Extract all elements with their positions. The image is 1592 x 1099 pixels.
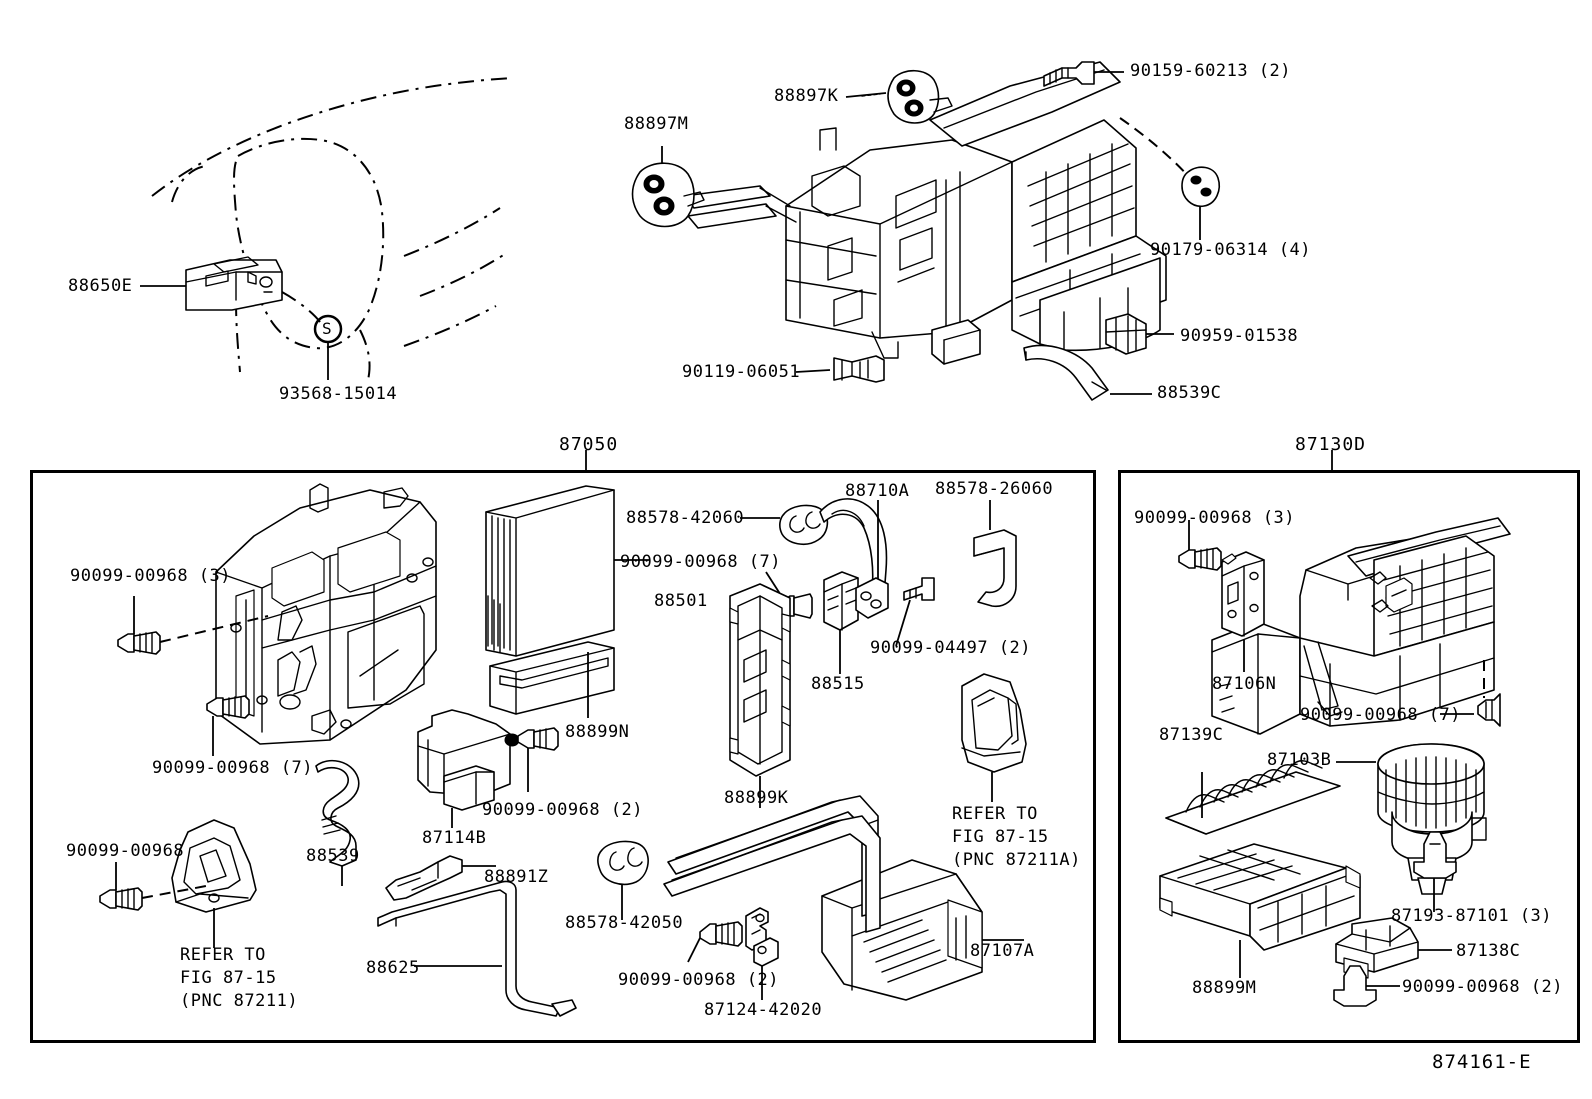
leader-90099-2b: [687, 937, 701, 963]
clip-90959-01538: [1105, 313, 1147, 355]
lbl-88899K: 88899K: [724, 788, 789, 808]
heater-pipes: [663, 795, 881, 933]
lbl-90099-00968-2a: 90099-00968 (2): [482, 800, 644, 820]
mount-plate: [855, 577, 889, 619]
screw-87193-87101: [1413, 831, 1457, 879]
lbl-90099-00968-7a: 90099-00968 (7): [152, 758, 314, 778]
filter-88899N: [489, 641, 615, 715]
part-88650E-shape: [185, 256, 283, 311]
lbl-88897K: 88897K: [774, 86, 839, 106]
lbl-88710A: 88710A: [845, 481, 910, 501]
lbl-88625: 88625: [366, 958, 420, 978]
bolt-90159-60213: [1043, 61, 1095, 87]
figure-footer-code: 874161-E: [1432, 1051, 1532, 1073]
screw-90099-00968-3-right: [1178, 547, 1222, 571]
lbl-90099-00968-left: 90099-00968: [66, 841, 185, 861]
grommet-88897K: [887, 69, 953, 124]
lbl-90179-06314: 90179-06314 (4): [1150, 240, 1312, 260]
lbl-90099-00968-2b: 90099-00968 (2): [618, 970, 780, 990]
lbl-88650E: 88650E: [68, 276, 133, 296]
screw-90099-00968-7-left: [206, 695, 250, 719]
lbl-refer-87211: REFER TO FIG 87-15 (PNC 87211): [180, 945, 299, 1011]
ac-unit-assembly: [683, 61, 1167, 401]
lbl-88897M: 88897M: [624, 114, 689, 134]
leader-90119: [795, 369, 831, 373]
heater-case-87050: [215, 483, 437, 745]
panel-87050: [30, 470, 1096, 1043]
clamp-87124-42020: [745, 907, 779, 967]
screw-90099-00968-3-left: [117, 631, 161, 655]
screw-90099-00968-2-right: [1333, 965, 1377, 1007]
amplifier-87114B: [417, 709, 520, 811]
dash-outline-group: [151, 77, 513, 381]
screw-90099-00968-2-b: [699, 921, 743, 947]
lbl-88539C: 88539C: [1157, 383, 1222, 403]
valve-88515: [823, 571, 859, 631]
seal-88578-42060: [779, 504, 829, 546]
lbl-87103B: 87103B: [1267, 750, 1332, 770]
screw-90099-00968-2-a: [517, 727, 559, 751]
drain-hose-88539: [315, 759, 360, 867]
grommet-88897M: [631, 162, 705, 228]
clip-90179-06314: [1181, 166, 1220, 208]
panel-title-87050: 87050: [559, 434, 619, 455]
lbl-90119-06051: 90119-06051: [682, 362, 801, 382]
lbl-90099-00968-7b: 90099-00968 (7): [620, 552, 782, 572]
bolt-90119-06051: [833, 355, 885, 383]
filter-87139C: [1165, 760, 1341, 835]
panel-87130D: [1118, 470, 1580, 1043]
lbl-87106N: 87106N: [1212, 674, 1277, 694]
bracket-87211: [171, 819, 257, 913]
panel-title-87130D: 87130D: [1295, 434, 1367, 455]
lbl-88501: 88501: [654, 591, 708, 611]
lbl-93568-15014: 93568-15014: [279, 384, 398, 404]
lbl-88891Z: 88891Z: [484, 867, 549, 887]
lbl-88578-42060: 88578-42060: [626, 508, 745, 528]
panel-88899K: [729, 583, 791, 777]
lbl-90959-01538: 90959-01538: [1180, 326, 1299, 346]
bracket-87106N: [1221, 551, 1265, 637]
seal-88578-42050: [597, 840, 649, 886]
lbl-90099-00968-7r: 90099-00968 (7): [1300, 705, 1462, 725]
blower-motor-87103B: [1377, 743, 1487, 895]
lbl-88515: 88515: [811, 674, 865, 694]
evaporator-88501: [485, 485, 615, 657]
bracket-87211A: [961, 673, 1027, 773]
lbl-90099-00968-3: 90099-00968 (3): [70, 566, 232, 586]
assembly-88899M: [1159, 843, 1361, 951]
lbl-88539: 88539: [306, 846, 360, 866]
screw-90099-00968-7-right: [1477, 693, 1501, 727]
lbl-refer-87211A: REFER TO FIG 87-15 (PNC 87211A): [952, 804, 1081, 870]
boot-88578-26060: [973, 529, 1017, 608]
lbl-88578-26060: 88578-26060: [935, 479, 1054, 499]
cable-88625: [377, 880, 577, 1017]
lbl-87138C: 87138C: [1456, 941, 1521, 961]
lbl-87124-42020: 87124-42020: [704, 1000, 823, 1020]
lbl-90159-60213: 90159-60213 (2): [1130, 61, 1292, 81]
bolt-90099-04497: [903, 577, 935, 601]
blower-case-87130D: [1211, 517, 1511, 735]
lbl-87114B: 87114B: [422, 828, 487, 848]
screw-90099-00968-left2: [99, 887, 143, 911]
lbl-88899N: 88899N: [565, 722, 630, 742]
lbl-90099-00968-2r: 90099-00968 (2): [1402, 977, 1564, 997]
lbl-87193-87101: 87193-87101 (3): [1391, 906, 1553, 926]
leader-90099-04497: [895, 599, 911, 647]
lbl-88899M: 88899M: [1192, 978, 1257, 998]
lbl-90099-00968-3r: 90099-00968 (3): [1134, 508, 1296, 528]
lbl-90099-04497: 90099-04497 (2): [870, 638, 1032, 658]
lbl-87139C: 87139C: [1159, 725, 1224, 745]
lbl-88578-42050: 88578-42050: [565, 913, 684, 933]
lbl-87107A: 87107A: [970, 941, 1035, 961]
callout-s-label: S: [322, 319, 333, 338]
